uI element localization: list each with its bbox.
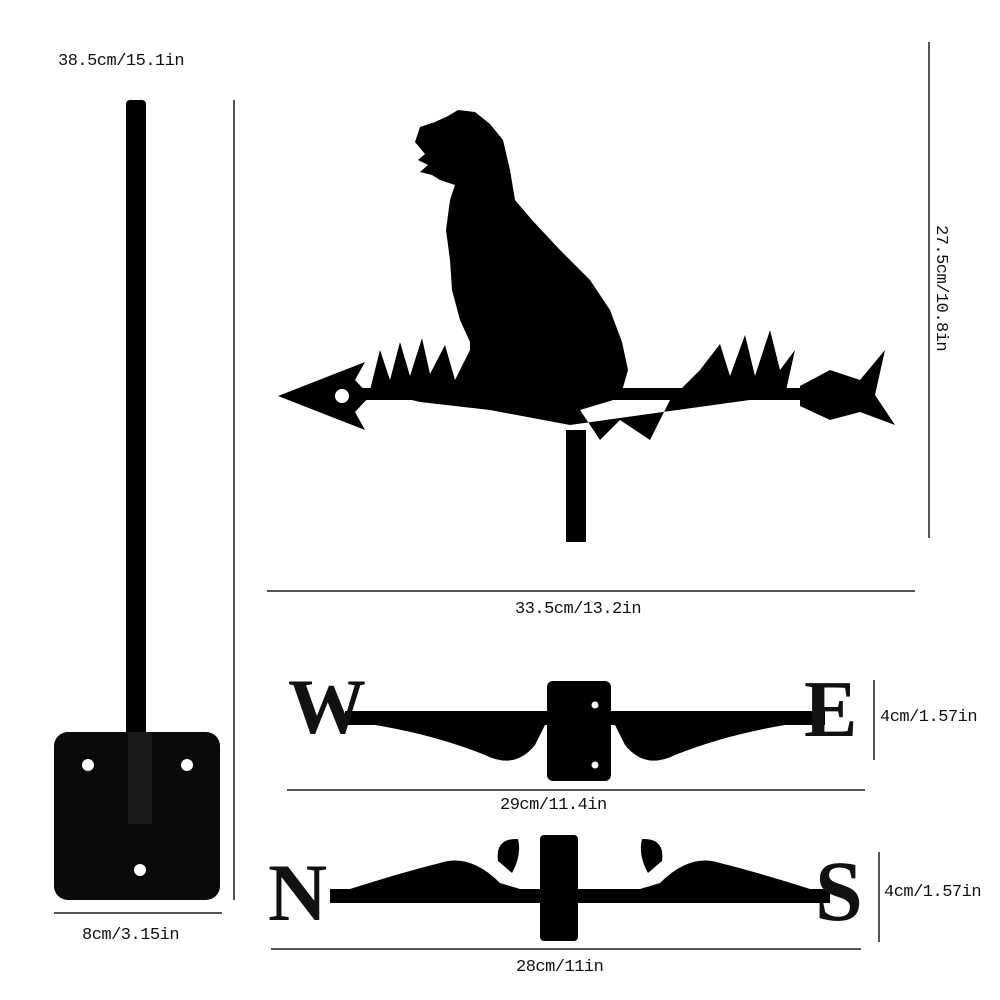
- vane-height-line: [928, 42, 930, 538]
- west-east-bar: [345, 681, 825, 781]
- we-height-label: 4cm/1.57in: [880, 708, 978, 727]
- ns-width-line: [271, 948, 861, 950]
- letter-w: W: [288, 663, 366, 750]
- dog-vane-silhouette: [278, 110, 895, 542]
- letter-n: N: [268, 847, 328, 938]
- letter-e: E: [804, 666, 858, 754]
- ns-height-label: 4cm/1.57in: [884, 883, 982, 902]
- vane-width-line: [267, 590, 915, 592]
- letter-s: S: [815, 843, 863, 939]
- screw-hole: [82, 759, 94, 771]
- screw-hole: [134, 864, 146, 876]
- vane-width-label: 33.5cm/13.2in: [515, 600, 642, 619]
- vane-height-label: 27.5cm/10.8in: [931, 225, 950, 352]
- ns-width-label: 28cm/11in: [516, 958, 604, 977]
- north-south-bar: [330, 835, 830, 941]
- ns-height-line: [878, 852, 880, 942]
- pole-height-line: [233, 100, 235, 900]
- mounting-pole: [54, 100, 220, 900]
- we-width-label: 29cm/11.4in: [500, 796, 607, 815]
- we-width-line: [287, 789, 865, 791]
- screw-hole: [181, 759, 193, 771]
- base-width-label: 8cm/3.15in: [82, 926, 180, 945]
- pole-height-label: 38.5cm/15.1in: [58, 52, 185, 71]
- we-height-line: [873, 680, 875, 760]
- base-width-line: [54, 912, 222, 914]
